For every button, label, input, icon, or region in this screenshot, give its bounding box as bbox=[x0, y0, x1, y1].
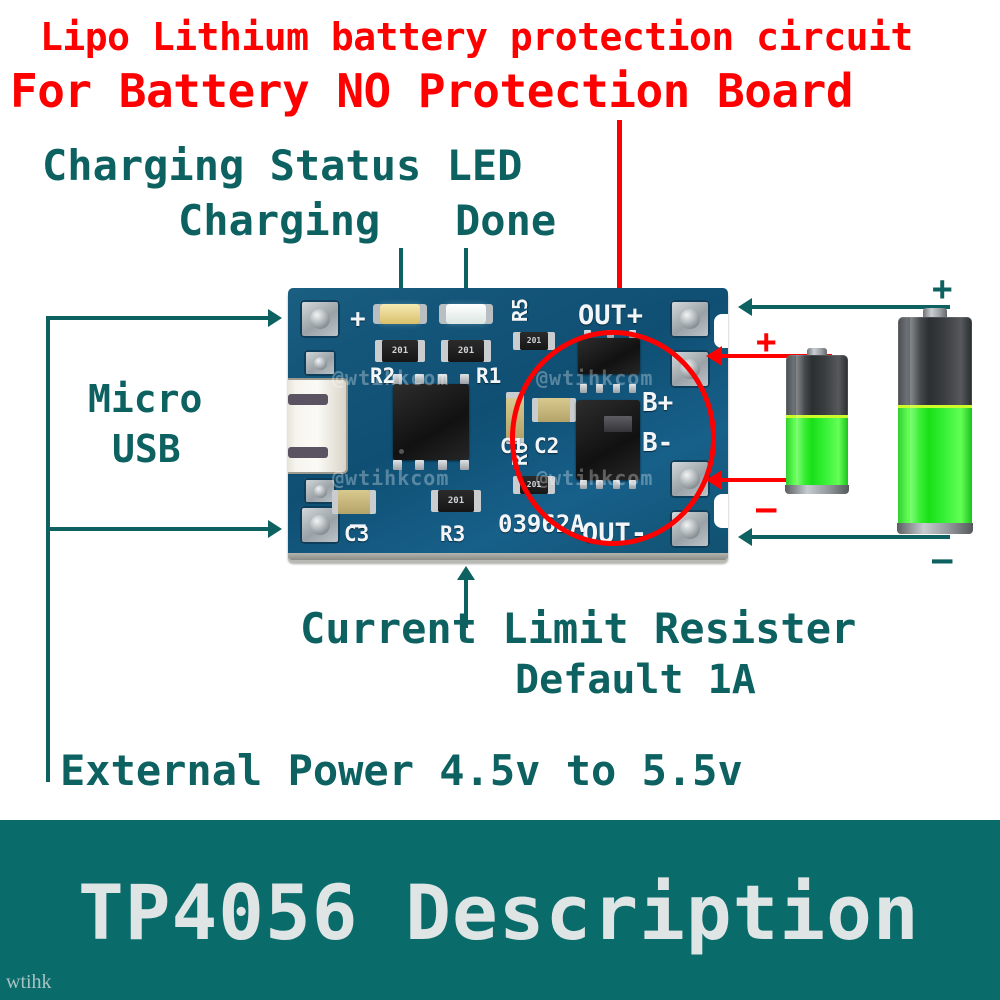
b-negative-arrow-head bbox=[706, 470, 722, 490]
pad-out-negative bbox=[670, 510, 710, 548]
large-battery-charge-level bbox=[898, 405, 972, 534]
pad-out-positive bbox=[670, 300, 710, 338]
pad-input-positive bbox=[300, 300, 340, 338]
micro-usb-top-arrow-head bbox=[268, 309, 282, 327]
current-limit-arrow-shaft bbox=[464, 576, 468, 628]
external-power-label: External Power 4.5v to 5.5v bbox=[60, 746, 743, 795]
large-battery-minus-sign: – bbox=[932, 540, 953, 580]
headline-line-1: Lipo Lithium battery protection circuit bbox=[40, 15, 913, 59]
silk-out-positive: OUT+ bbox=[578, 300, 644, 331]
charging-led-label: Charging bbox=[178, 196, 381, 245]
pad-input-negative bbox=[300, 506, 340, 544]
out-positive-arrow-shaft bbox=[752, 305, 950, 309]
large-battery bbox=[897, 308, 973, 534]
small-battery-charge-level bbox=[786, 414, 848, 494]
pad-input-negative-small bbox=[304, 478, 336, 504]
resistor-r3: 201 bbox=[438, 490, 474, 512]
small-battery bbox=[785, 348, 849, 494]
silk-input-plus: + bbox=[350, 304, 366, 334]
out-negative-arrow-shaft bbox=[752, 535, 950, 539]
tp4056-ic bbox=[393, 384, 469, 460]
silk-r2: R2 bbox=[370, 364, 396, 388]
large-battery-base bbox=[897, 523, 973, 534]
protection-circuit-arrow-shaft bbox=[617, 120, 622, 308]
board-notch-top bbox=[714, 314, 728, 348]
out-negative-arrow-head bbox=[738, 528, 752, 546]
pad-input-positive-small bbox=[304, 350, 336, 376]
large-battery-gloss bbox=[909, 317, 921, 534]
small-battery-minus-sign: – bbox=[756, 489, 777, 529]
charging-status-led-label: Charging Status LED bbox=[42, 141, 523, 190]
resistor-r1: 201 bbox=[448, 340, 484, 362]
small-battery-terminal bbox=[807, 348, 827, 357]
small-battery-base bbox=[785, 485, 849, 494]
micro-usb-bottom-arrow-shaft bbox=[46, 527, 270, 531]
done-led-label: Done bbox=[455, 196, 557, 245]
current-limit-default-label: Default 1A bbox=[515, 657, 756, 703]
left-bracket-vertical bbox=[46, 316, 50, 782]
b-positive-arrow-shaft bbox=[722, 354, 832, 358]
board-watermark-1: @wtihkcom bbox=[332, 366, 450, 390]
small-battery-plus-sign: + bbox=[756, 322, 777, 362]
out-positive-arrow-head bbox=[738, 298, 752, 316]
silk-c3: C3 bbox=[344, 522, 370, 546]
done-led-arrow-shaft bbox=[464, 248, 468, 298]
micro-usb-label-line2: USB bbox=[112, 427, 181, 471]
silk-r5: R5 bbox=[508, 297, 532, 322]
small-battery-body bbox=[786, 355, 848, 494]
silk-r1: R1 bbox=[476, 364, 502, 388]
tp4056-ic-legs-top bbox=[393, 374, 469, 384]
footer-banner: TP4056 Description wtihk bbox=[0, 820, 1000, 1000]
micro-usb-label-line1: Micro bbox=[88, 377, 203, 421]
footer-watermark: wtihk bbox=[6, 971, 52, 993]
current-limit-arrow-head bbox=[457, 566, 475, 580]
footer-title: TP4056 Description bbox=[78, 868, 920, 957]
large-battery-terminal bbox=[923, 308, 947, 319]
board-watermark-3: @wtihkcom bbox=[332, 466, 450, 490]
resistor-r2: 201 bbox=[382, 340, 418, 362]
silk-r3: R3 bbox=[440, 522, 466, 546]
headline-line-2: For Battery NO Protection Board bbox=[10, 64, 854, 118]
charging-led-arrow-shaft bbox=[399, 248, 403, 298]
tp4056-ic-legs-bottom bbox=[393, 460, 469, 470]
resistor-r5: 201 bbox=[520, 332, 548, 350]
b-positive-arrow-head bbox=[706, 346, 722, 366]
micro-usb-bottom-arrow-head bbox=[268, 520, 282, 538]
large-battery-plus-sign: + bbox=[932, 269, 953, 309]
protection-section-highlight-circle bbox=[510, 330, 716, 546]
silk-input-minus: – bbox=[350, 510, 366, 540]
board-notch-bottom bbox=[714, 494, 728, 528]
current-limit-resistor-label: Current Limit Resister bbox=[300, 604, 857, 653]
micro-usb-top-arrow-shaft bbox=[46, 316, 270, 320]
capacitor-c3 bbox=[338, 490, 370, 514]
done-led bbox=[446, 304, 486, 324]
charging-led bbox=[380, 304, 420, 324]
b-negative-arrow-shaft bbox=[722, 478, 832, 482]
large-battery-body bbox=[898, 317, 972, 534]
small-battery-gloss bbox=[795, 355, 805, 494]
micro-usb-connector bbox=[288, 380, 346, 472]
